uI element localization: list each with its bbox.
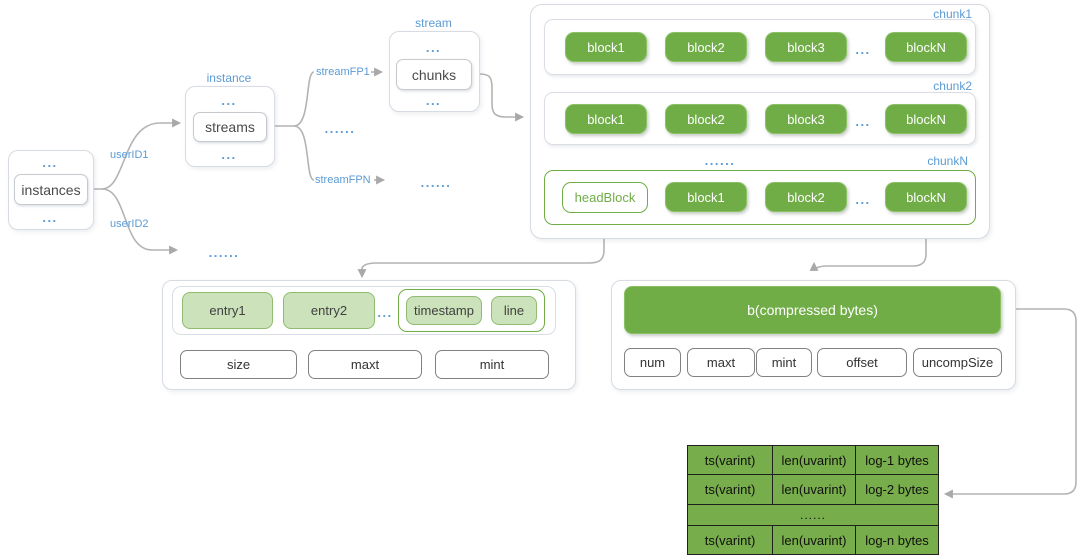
log-cell: log-2 bytes	[855, 474, 939, 505]
userid2-more-dots: ......	[208, 245, 240, 260]
chunkn-dots: ...	[855, 192, 871, 207]
instance-dots-bottom: ...	[221, 147, 237, 162]
chunk1-block3: block3	[765, 32, 847, 62]
table-dots-row: ......	[687, 504, 939, 526]
num-field: num	[624, 348, 681, 377]
chunk2-block2: block2	[665, 104, 747, 134]
chunk1-blockn: blockN	[885, 32, 967, 62]
chunk1-block2: block2	[665, 32, 747, 62]
stream-dots-top: ...	[425, 40, 442, 55]
offset-field: offset	[817, 348, 907, 377]
table-row: ts(varint) len(uvarint) log-n bytes	[687, 525, 939, 555]
compressed-bytes-bar: b(compressed bytes)	[624, 286, 1001, 334]
dots-cell: ......	[687, 504, 939, 526]
entry2-node: entry2	[283, 292, 375, 329]
uncompsize-field: uncompSize	[913, 348, 1002, 377]
entries-dots: ...	[377, 305, 393, 320]
len-cell: len(uvarint)	[772, 525, 856, 555]
log-cell: log-n bytes	[855, 525, 939, 555]
chunkn-blockn: blockN	[885, 182, 967, 212]
entry1-node: entry1	[182, 292, 273, 329]
edge-label-userid1: userID1	[110, 149, 149, 161]
chunkn-headblock: headBlock	[562, 182, 648, 213]
streamfp-mid-dots: ......	[324, 121, 356, 136]
chunkn-block2: block2	[765, 182, 847, 212]
chunk1-dots: ...	[855, 42, 871, 57]
ts-cell: ts(varint)	[687, 474, 773, 505]
instance-title: instance	[206, 71, 252, 85]
chunk2-block1: block1	[565, 104, 647, 134]
instances-dots-top: ...	[42, 155, 58, 170]
chunks-mid-dots: ......	[704, 153, 736, 168]
instance-dots-top: ...	[221, 93, 237, 108]
chunk1-block1: block1	[565, 32, 647, 62]
instances-node: instances	[14, 174, 88, 205]
line-node: line	[491, 296, 537, 325]
len-cell: len(uvarint)	[772, 445, 856, 475]
stream-dots-bottom: ...	[425, 93, 442, 108]
log-entries-table: ts(varint) len(uvarint) log-1 bytes ts(v…	[687, 445, 939, 555]
streams-node: streams	[193, 112, 267, 142]
edge-label-streamfp1: streamFP1	[316, 66, 370, 78]
chunk1-label: chunk1	[933, 7, 972, 21]
mint-field: mint	[435, 350, 549, 379]
chunk2-label: chunk2	[933, 79, 972, 93]
edge-streamfpn-line	[293, 125, 315, 181]
chunk2-dots: ...	[855, 114, 871, 129]
stream-title: stream	[415, 16, 452, 30]
chunk2-block3: block3	[765, 104, 847, 134]
chunks-node: chunks	[396, 59, 472, 90]
chunkn-block1: block1	[665, 182, 747, 212]
maxt-field: maxt	[308, 350, 422, 379]
size-field: size	[180, 350, 297, 379]
timestamp-node: timestamp	[406, 296, 482, 325]
ts-cell: ts(varint)	[687, 445, 773, 475]
len-cell: len(uvarint)	[772, 474, 856, 505]
table-row: ts(varint) len(uvarint) log-1 bytes	[687, 445, 939, 475]
chunkn-label: chunkN	[927, 154, 968, 168]
edge-label-userid2: userID2	[110, 218, 149, 230]
chunk2-blockn: blockN	[885, 104, 967, 134]
log-cell: log-1 bytes	[855, 445, 939, 475]
maxt-field2: maxt	[687, 348, 755, 377]
mint-field2: mint	[756, 348, 812, 377]
instances-dots-bottom: ...	[42, 210, 58, 225]
streamfpn-more-dots: ......	[420, 175, 452, 190]
edge-label-streamfpn: streamFPN	[315, 174, 371, 186]
ts-cell: ts(varint)	[687, 525, 773, 555]
table-row: ts(varint) len(uvarint) log-2 bytes	[687, 474, 939, 505]
